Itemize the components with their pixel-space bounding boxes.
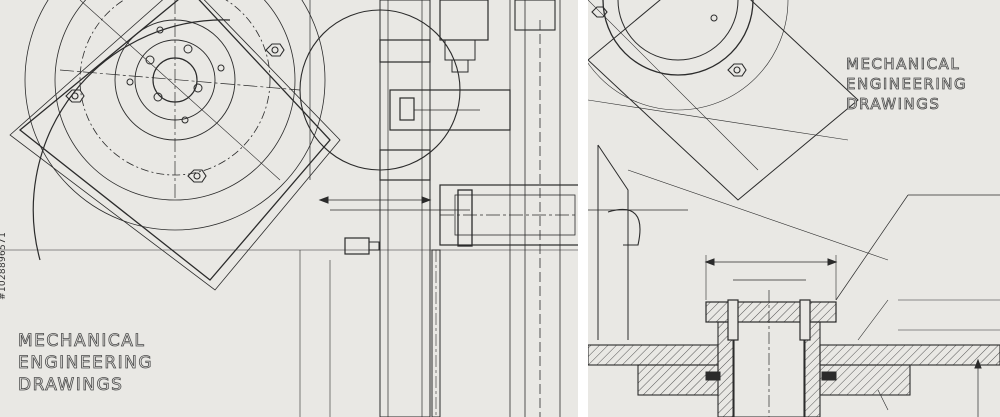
bolt-icon <box>591 6 747 77</box>
stock-id-label: #102889​6571 <box>0 231 8 300</box>
panel-divider <box>578 0 588 417</box>
right-title-block: MECHANICAL ENGINEERING DRAWINGS <box>846 54 967 114</box>
left-title-block: MECHANICAL ENGINEERING DRAWINGS <box>18 330 153 396</box>
right-title-line-3: DRAWINGS <box>846 95 941 114</box>
left-title-line-1: MECHANICAL <box>18 331 146 352</box>
right-technical-drawing <box>588 0 1000 417</box>
left-drawing-panel: #102889​6571 MECHANICAL ENGINEERING DRAW… <box>0 0 578 417</box>
right-drawing-panel: MECHANICAL ENGINEERING DRAWINGS <box>588 0 1000 417</box>
left-title-line-3: DRAWINGS <box>18 375 124 396</box>
right-title-line-1: MECHANICAL <box>846 55 961 74</box>
right-title-line-2: ENGINEERING <box>846 75 968 94</box>
bolt-icon <box>65 43 285 183</box>
left-technical-drawing <box>0 0 578 417</box>
left-title-line-2: ENGINEERING <box>18 353 154 374</box>
